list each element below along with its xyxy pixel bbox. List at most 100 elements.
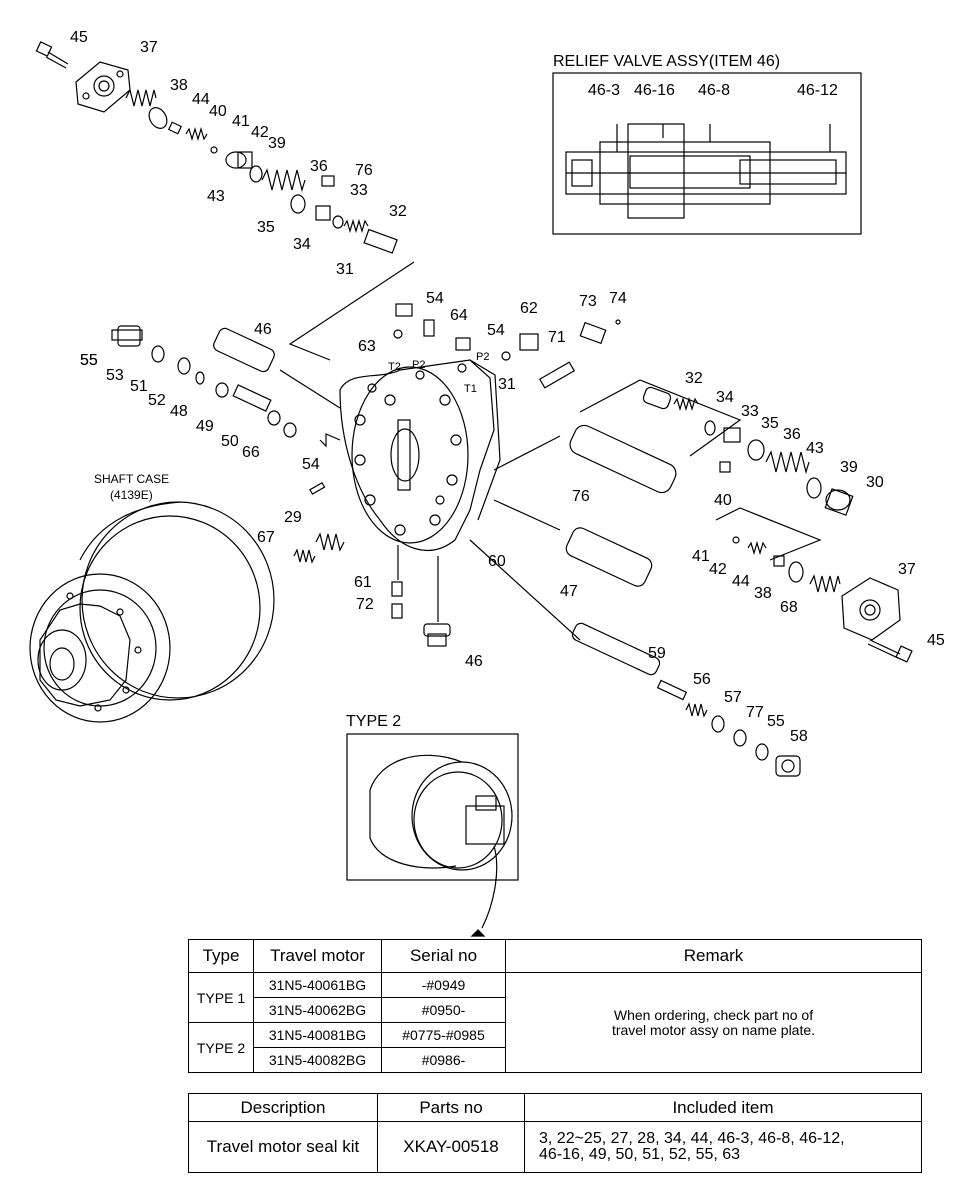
plug-76-top [321, 175, 335, 187]
seal-kit-table: Description Parts no Included item Trave… [188, 1093, 922, 1173]
callout: 59 [648, 645, 666, 662]
oring-49 [267, 410, 281, 426]
callout: 63 [358, 338, 376, 355]
serial-cell: #0986- [381, 1047, 506, 1073]
callout: 43 [806, 440, 824, 457]
spool-48 [232, 384, 272, 412]
callout: 54 [302, 456, 320, 473]
callout: 40 [714, 492, 732, 509]
spring-41-right [747, 540, 767, 556]
callout: 52 [148, 392, 166, 409]
ring-51 [195, 371, 205, 385]
motor-cell: 31N5-40061BG [253, 972, 382, 998]
port-label: P2 [412, 359, 425, 371]
oring-50 [283, 422, 297, 438]
port-label: T1 [464, 383, 477, 395]
remark-cell: When ordering, check part no of travel m… [505, 972, 922, 1073]
callout: 55 [80, 352, 98, 369]
callout: 77 [746, 704, 764, 721]
spring-67 [315, 532, 345, 552]
bolt-45-top [35, 41, 69, 69]
header-remark: Remark [505, 939, 922, 973]
callout: 46 [254, 321, 272, 338]
type-table: Type Travel motor Serial no Remark TYPE … [188, 939, 922, 1073]
callout: 37 [140, 39, 158, 56]
callout: 56 [693, 671, 711, 688]
spool-31-right [642, 386, 672, 410]
callout: 44 [192, 91, 210, 108]
callout: 54 [487, 322, 505, 339]
relief-label: 46-3 [588, 82, 620, 99]
ring-77 [733, 729, 747, 747]
callout: 50 [221, 433, 239, 450]
callout: 29 [284, 509, 302, 526]
description-cell: Travel motor seal kit [188, 1121, 378, 1173]
remark-line1: When ordering, check part no of [613, 1006, 814, 1023]
callout: 32 [685, 370, 703, 387]
serial-cell: #0775-#0985 [381, 1022, 506, 1048]
callout: 64 [450, 307, 468, 324]
relief-valve-title: RELIEF VALVE ASSY(ITEM 46) [553, 53, 780, 70]
motor-cell: 31N5-40062BG [253, 997, 382, 1023]
included-line2: 46-16, 49, 50, 51, 52, 55, 63 [539, 1146, 741, 1163]
callout: 57 [724, 689, 742, 706]
seat-39 [225, 151, 253, 169]
callout: 39 [840, 459, 858, 476]
port-label: T2 [388, 361, 401, 373]
flange-37-right [841, 577, 901, 641]
callout: 41 [692, 548, 710, 565]
callout: 53 [106, 367, 124, 384]
plug-40-41 [167, 121, 218, 154]
callout: 48 [170, 403, 188, 420]
included-item-cell: 3, 22~25, 27, 28, 34, 44, 46-3, 46-8, 46… [524, 1121, 922, 1173]
motor-cell: 31N5-40081BG [253, 1022, 382, 1048]
port-label: P2 [476, 351, 489, 363]
callout: 42 [251, 124, 269, 141]
relief-valve-46-right [565, 527, 653, 587]
header-type: Type [188, 939, 254, 973]
type2-motor-drawing [369, 754, 513, 929]
header-parts-no: Parts no [377, 1093, 525, 1122]
pin-66 [309, 481, 326, 495]
relief-label: 46-12 [797, 82, 838, 99]
callout: 38 [754, 585, 772, 602]
callout: 38 [170, 77, 188, 94]
spring-68 [293, 548, 316, 564]
plug-61 [391, 603, 403, 619]
seat-39-right [824, 488, 854, 516]
header-included-item: Included item [524, 1093, 922, 1122]
oring-35-right [747, 439, 765, 461]
callout: 35 [761, 415, 779, 432]
oring-55-right [755, 743, 769, 761]
spool-31-top [363, 228, 398, 254]
plug-54-left [111, 325, 143, 347]
callout: 73 [579, 293, 597, 310]
remark-line2: travel motor assy on name plate. [611, 1021, 816, 1038]
oring-44 [148, 107, 168, 129]
spring-32-right [673, 396, 699, 412]
oring-43-top [249, 165, 263, 183]
callout: 61 [354, 574, 372, 591]
callout: 58 [790, 728, 808, 745]
motor-cell: 31N5-40082BG [253, 1047, 382, 1073]
relief-label: 46-8 [698, 82, 730, 99]
flange-37-top [75, 61, 131, 113]
callout: 45 [70, 29, 88, 46]
callout: 42 [709, 561, 727, 578]
valve-block-center [339, 359, 501, 551]
spool-46-left [213, 327, 341, 409]
callout: 51 [130, 378, 148, 395]
ring-52 [215, 382, 229, 398]
callout: 33 [741, 403, 759, 420]
type1-cell: TYPE 1 [188, 972, 254, 1023]
callout: 33 [350, 182, 368, 199]
pin-59 [656, 679, 688, 701]
shaft-case-label: SHAFT CASE (4139E) [94, 472, 169, 502]
callout: 45 [927, 632, 945, 649]
spring-56 [685, 702, 708, 718]
oring-43-right [806, 477, 822, 499]
callout: 34 [716, 389, 734, 406]
spring-38 [125, 88, 157, 107]
callout: 30 [866, 474, 884, 491]
callout: 44 [732, 573, 750, 590]
